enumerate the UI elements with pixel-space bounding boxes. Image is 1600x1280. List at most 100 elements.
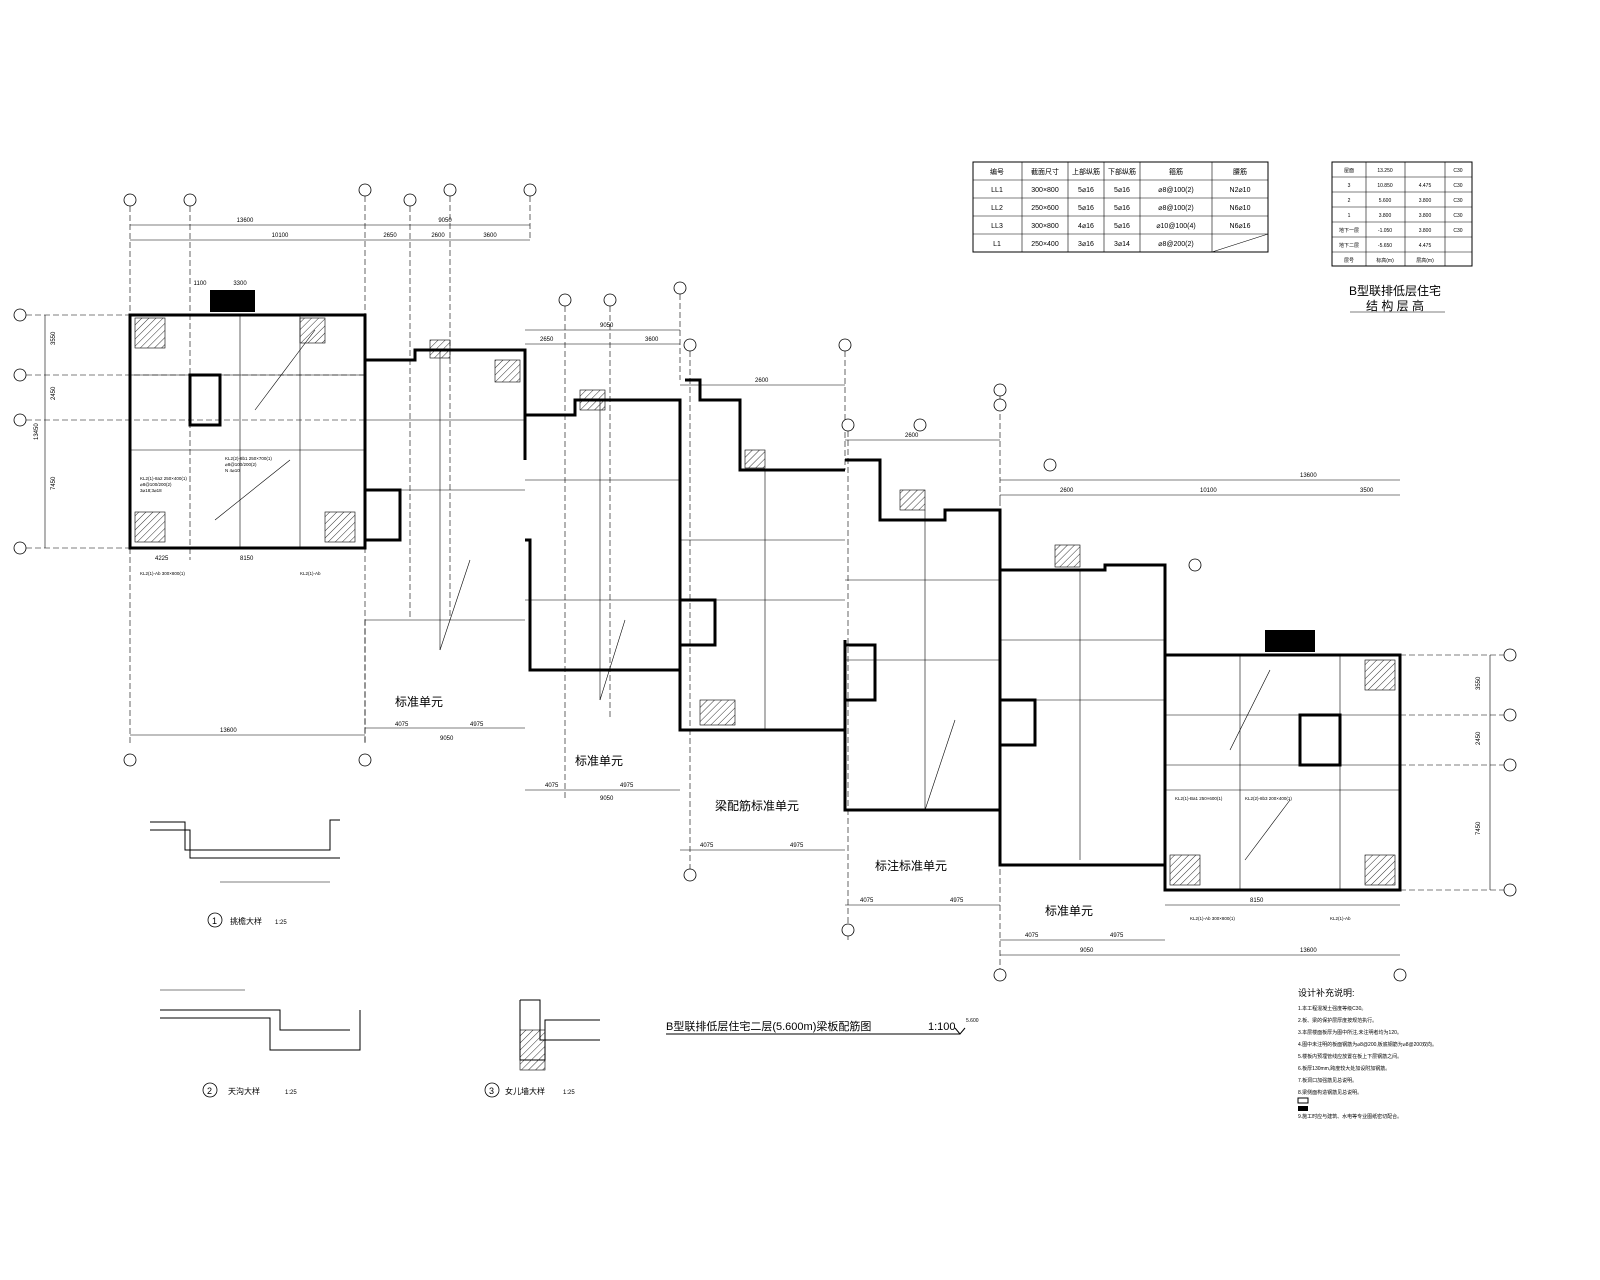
dim-2450-right: 2450 — [1476, 731, 1482, 745]
beam-label: KL2(2)-8b3 200×400(1) — [1245, 796, 1292, 801]
beam-table-cell: ⌀8@200(2) — [1158, 241, 1193, 248]
beam-label: KL2(2)-8b1 250×700(1) — [225, 456, 272, 461]
dim-2650-2: 2650 — [540, 337, 554, 343]
dim-4075-5: 4075 — [1025, 933, 1039, 939]
detail-2-label: 天沟大样 — [228, 1086, 260, 1096]
detail-3-scale: 1:25 — [563, 1090, 575, 1096]
beam-label: KL2(1)-8a2 250×400(1) — [140, 476, 187, 481]
note-line: 7.板洞口加强筋见总说明。 — [1298, 1077, 1357, 1084]
beam-label: KL2(1)-Ab — [1330, 916, 1351, 921]
floor-table-cell: 5.600 — [1379, 198, 1392, 204]
floor-table-cell: 13.250 — [1377, 168, 1393, 174]
unit-label-2: 标准单元 — [575, 754, 623, 768]
floor-table-cell: 屋面 — [1344, 168, 1354, 174]
floor-table-cell: 层高(m) — [1416, 257, 1434, 264]
beam-table-cell: L1 — [993, 241, 1001, 248]
dim-13600-right-bottom: 13600 — [1300, 948, 1317, 954]
floor-table-cell: 层号 — [1344, 258, 1354, 264]
beam-table-cell: ⌀10@100(4) — [1156, 223, 1195, 230]
floor-table-cell: 4.475 — [1419, 243, 1432, 249]
beam-label: 3⌀18;3⌀18 — [140, 488, 162, 493]
floor-table-cell: 1 — [1348, 213, 1351, 219]
main-title: B型联排低层住宅二层(5.600m)梁板配筋图 — [666, 1019, 871, 1033]
dim-3300: 3300 — [233, 281, 247, 287]
detail-1-label: 挑檐大样 — [230, 916, 262, 926]
unit-label-4: 标注标准单元 — [875, 858, 947, 873]
detail-1: 1 挑檐大样 1:25 — [150, 819, 340, 928]
beam-label: ⌀8@100/200(2) — [225, 462, 257, 467]
floor-table-cell: 标高(m) — [1376, 257, 1394, 264]
dim-4075-2: 4075 — [545, 783, 559, 789]
detail-2: 2 天沟大样 1:25 — [160, 989, 361, 1098]
dim-13600-right: 13600 — [1300, 473, 1317, 479]
dim-13450: 13450 — [34, 423, 40, 440]
note-line: 2.板、梁的保护层厚度按规范执行。 — [1298, 1017, 1377, 1024]
note-line: 6.板厚130mm,跨度较大处加设附加钢筋。 — [1298, 1065, 1390, 1072]
dim-4975-3: 4975 — [790, 843, 804, 849]
beam-label: N 4⌀10 — [225, 468, 240, 473]
beam-table-header-1: 截面尺寸 — [1031, 167, 1059, 176]
dim-1100: 1100 — [194, 281, 208, 287]
dim-2600-3: 2600 — [755, 378, 769, 384]
dim-2450: 2450 — [51, 386, 57, 400]
beam-label: KL2(1)-Ab — [300, 571, 321, 576]
dim-10100-right: 10100 — [1200, 488, 1217, 494]
dim-9050-3: 9050 — [600, 796, 614, 802]
note-line: 3.本层楼面板厚为图中所注,未注明者均为120。 — [1298, 1029, 1402, 1036]
unit-label-3: 梁配筋标准单元 — [715, 798, 799, 813]
beam-label: KL2(1)-Ba1 250×600(1) — [1175, 796, 1223, 801]
floor-table-cell: -1.050 — [1378, 228, 1392, 234]
note-line: 8.梁侧面构造钢筋见总说明。 — [1298, 1089, 1362, 1096]
beam-table-cell: 3⌀14 — [1114, 241, 1130, 248]
floor-table-cell: C30 — [1453, 228, 1462, 234]
floor-height-table: 屋面 13.250 C30 3 10.850 4.475 C30 2 5.600… — [1331, 161, 1473, 313]
dim-3500: 3500 — [1360, 488, 1374, 494]
floor-table-cell: C30 — [1453, 168, 1462, 174]
dim-13600-bottom: 13600 — [220, 728, 237, 734]
floor-table-cell: 3.800 — [1419, 228, 1432, 234]
floor-table-cell: 2 — [1348, 198, 1351, 204]
floor-table-cell: 3.800 — [1419, 198, 1432, 204]
beam-table-cell: 5⌀16 — [1078, 187, 1094, 194]
note-line: 4.图中未注明的板面钢筋为⌀8@200,板底钢筋为⌀8@200双向。 — [1298, 1041, 1437, 1048]
beam-table-cell: ⌀8@100(2) — [1158, 205, 1193, 212]
beam-table-cell: 250×400 — [1031, 241, 1059, 248]
unit-7-plan: KL2(2)-8b3 200×400(1) KL2(1)-Ba1 250×600… — [1000, 630, 1517, 982]
beam-table-cell: 5⌀16 — [1114, 205, 1130, 212]
beam-label: KL2(1)-Ab 300×800(1) — [140, 571, 185, 576]
dim-4075-1: 4075 — [395, 722, 409, 728]
note-line: 9.施工时应与建筑、水电等专业图纸密切配合。 — [1298, 1113, 1402, 1120]
dim-7450-right: 7450 — [1476, 821, 1482, 835]
detail-3: 3 女儿墙大样 1:25 — [484, 999, 600, 1098]
dim-4975-5: 4975 — [1110, 933, 1124, 939]
dim-9050: 9050 — [438, 218, 452, 224]
notes-title: 设计补充说明: — [1298, 987, 1355, 998]
detail-3-num: 3 — [489, 1086, 494, 1096]
beam-table-header-3: 下部纵筋 — [1108, 167, 1136, 176]
beam-label: ⌀8@100/200(2) — [140, 482, 172, 487]
drawing-scale: 1:100 — [928, 1021, 956, 1033]
dim-4975-1: 4975 — [470, 722, 484, 728]
unit-4-plan: 2600 4075 4975 梁配筋标准单元 — [678, 338, 852, 882]
detail-2-num: 2 — [207, 1086, 212, 1096]
floor-table-cell: 4.475 — [1419, 183, 1432, 189]
beam-table-cell: 250×600 — [1031, 205, 1059, 212]
unit-5-plan: 2600 4075 4975 标注标准单元 — [841, 383, 1007, 940]
note-line: 1.本工程混凝土强度等级C30。 — [1298, 1005, 1366, 1012]
floor-table-cell: 10.850 — [1377, 183, 1393, 189]
floor-table-cell: 3 — [1348, 183, 1351, 189]
dim-8150-right: 8150 — [1250, 898, 1264, 904]
detail-1-scale: 1:25 — [275, 920, 287, 926]
unit-label-5: 标准单元 — [1045, 904, 1093, 918]
dim-2650: 2650 — [383, 233, 397, 239]
dim-2600-4: 2600 — [905, 433, 919, 439]
beam-table-cell: LL1 — [991, 187, 1003, 194]
dim-3600-2: 3600 — [645, 337, 659, 343]
detail-3-label: 女儿墙大样 — [505, 1086, 545, 1096]
beam-table-cell: 5⌀16 — [1078, 205, 1094, 212]
main-title-block: B型联排低层住宅二层(5.600m)梁板配筋图 1:100 5.600 — [666, 1018, 979, 1035]
unit-1-plan: 13600 10100 9050 2650 2600 3600 1100 330… — [13, 183, 537, 767]
beam-table-header-0: 编号 — [990, 167, 1004, 176]
dim-4075-3: 4075 — [700, 843, 714, 849]
